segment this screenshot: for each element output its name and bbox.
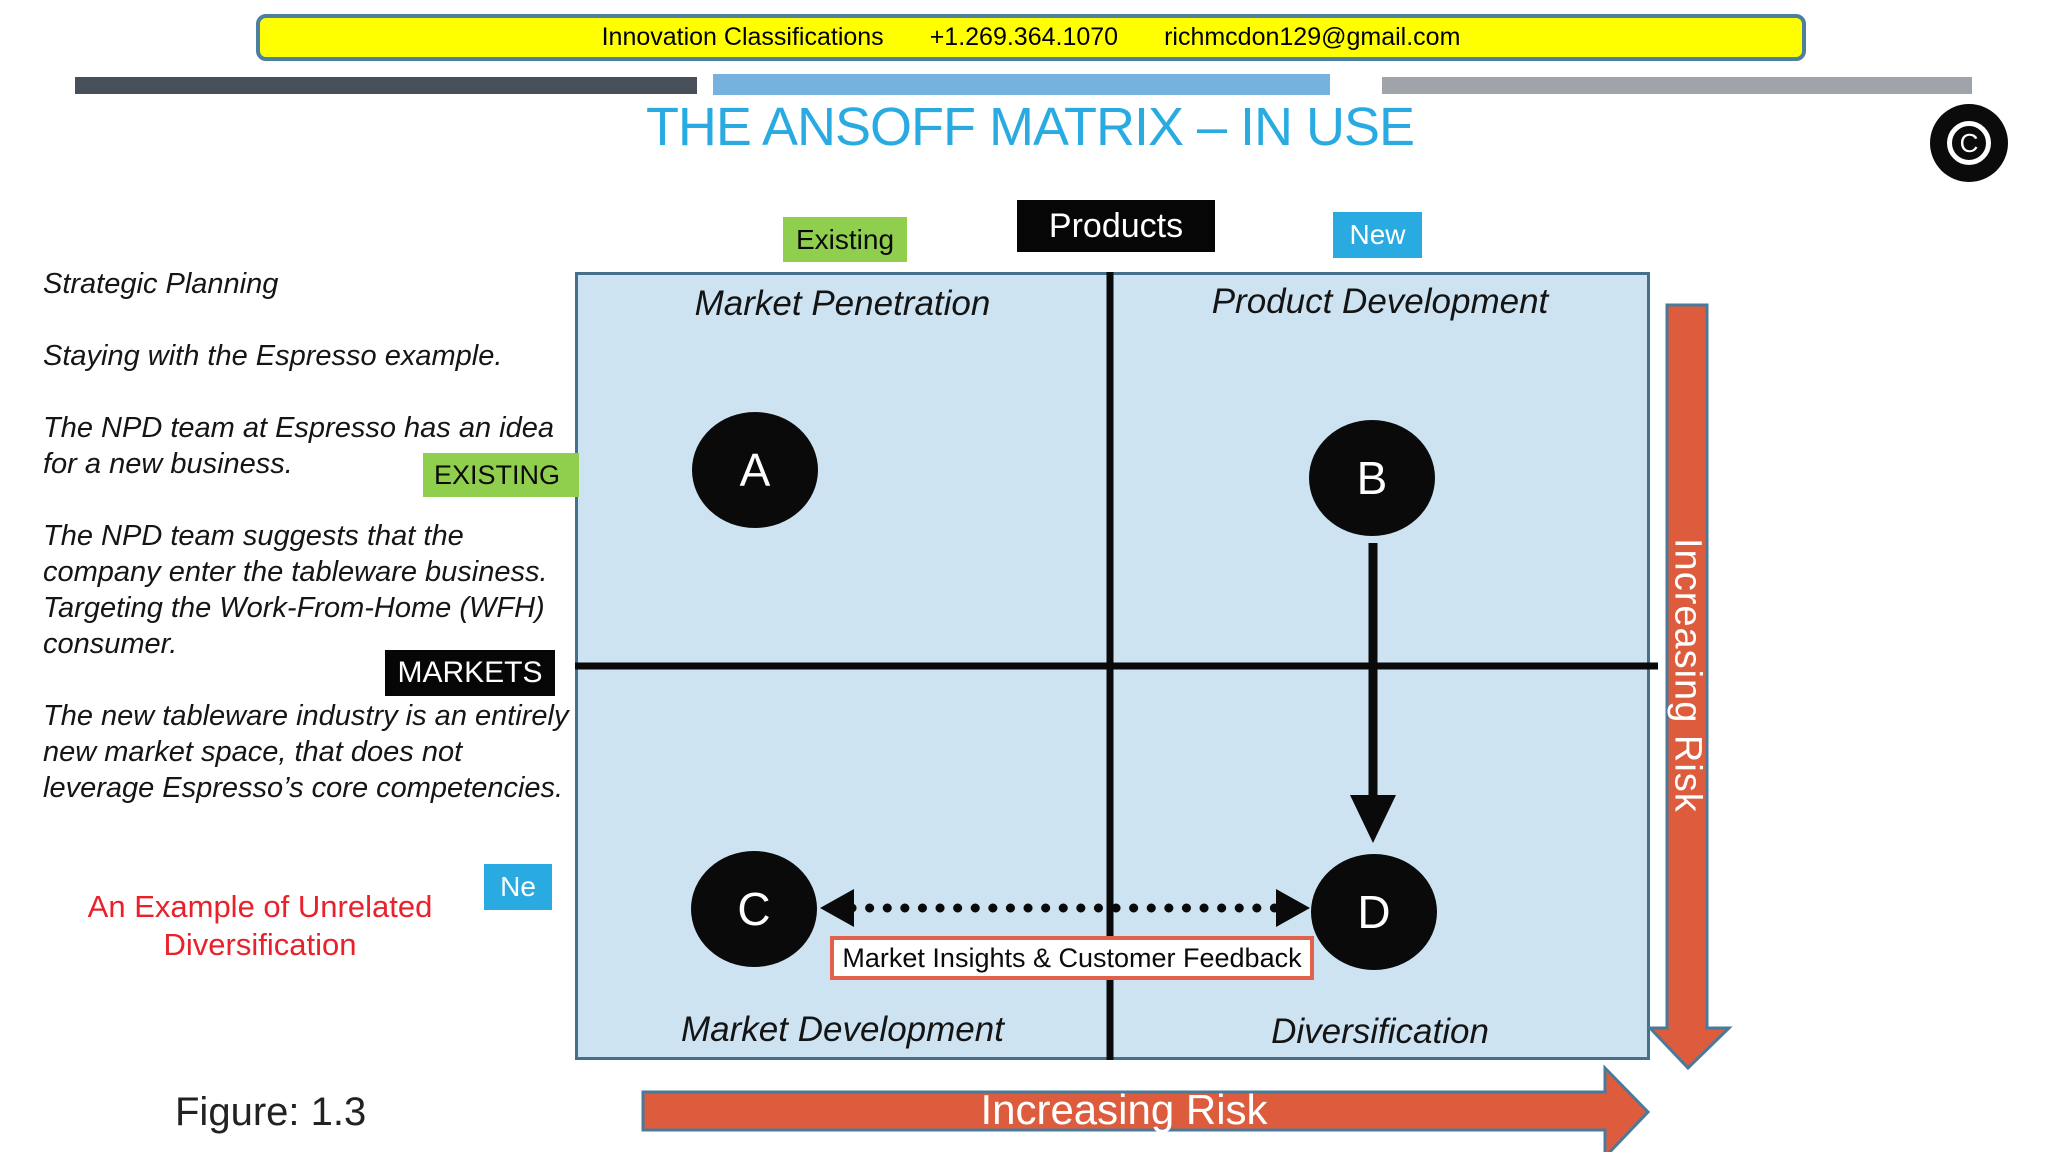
contact-banner: Innovation Classifications +1.269.364.10… <box>256 14 1806 61</box>
note-paragraph: The new tableware industry is an entirel… <box>43 700 569 804</box>
divider-bar-blue <box>713 74 1330 95</box>
products-axis-label: Products <box>1017 200 1215 252</box>
feedback-callout: Market Insights & Customer Feedback <box>830 936 1314 980</box>
note-paragraph: Staying with the Espresso example. <box>43 340 503 372</box>
banner-company-name: Innovation Classifications <box>601 23 884 51</box>
quadrant-title-product-development: Product Development <box>1211 282 1549 321</box>
node-b: B <box>1309 420 1435 536</box>
products-existing-label: Existing <box>783 217 907 262</box>
note-paragraph: Targeting the Work-From-Home (WFH) consu… <box>43 592 545 660</box>
strategy-notes: Strategic Planning Staying with the Espr… <box>43 266 573 842</box>
quadrant-title-diversification: Diversification <box>1271 1012 1489 1051</box>
markets-new-label: Ne <box>484 864 552 910</box>
increasing-risk-horizontal-label: Increasing Risk <box>980 1086 1268 1133</box>
unrelated-diversification-note: An Example of Unrelated Diversification <box>87 889 433 962</box>
c-d-arrow-head-left <box>820 889 854 927</box>
banner-email[interactable]: richmcdon129@gmail.com <box>1164 23 1461 51</box>
note-paragraph: The NPD team suggests that the company e… <box>43 520 548 588</box>
node-c: C <box>691 851 817 967</box>
increasing-risk-vertical-label: Increasing Risk <box>1666 537 1709 813</box>
divider-bar-gray <box>1382 77 1972 94</box>
page-title: THE ANSOFF MATRIX – IN USE <box>645 97 1415 157</box>
node-a: A <box>692 412 818 528</box>
node-d: D <box>1311 854 1437 970</box>
b-to-d-arrow-head <box>1350 795 1396 843</box>
c-d-arrow-head-right <box>1276 889 1310 927</box>
risk-arrow-horizontal <box>641 1064 1651 1152</box>
risk-arrow-vertical <box>1646 303 1733 1071</box>
note-paragraph: The NPD team at Espresso has an idea for… <box>43 412 554 480</box>
quadrant-title-market-development: Market Development <box>681 1010 1004 1049</box>
copyright-letter: C <box>1947 121 1991 165</box>
copyright-icon: C <box>1930 104 2008 182</box>
banner-phone-number: +1.269.364.1070 <box>929 23 1119 51</box>
note-paragraph: Strategic Planning <box>43 268 279 300</box>
divider-bar-dark <box>75 77 697 94</box>
figure-caption: Figure: 1.3 <box>175 1090 367 1134</box>
products-new-label: New <box>1333 212 1422 258</box>
markets-existing-label: EXISTING <box>423 453 579 497</box>
quadrant-title-market-penetration: Market Penetration <box>694 284 991 323</box>
markets-axis-label: MARKETS <box>385 650 555 696</box>
